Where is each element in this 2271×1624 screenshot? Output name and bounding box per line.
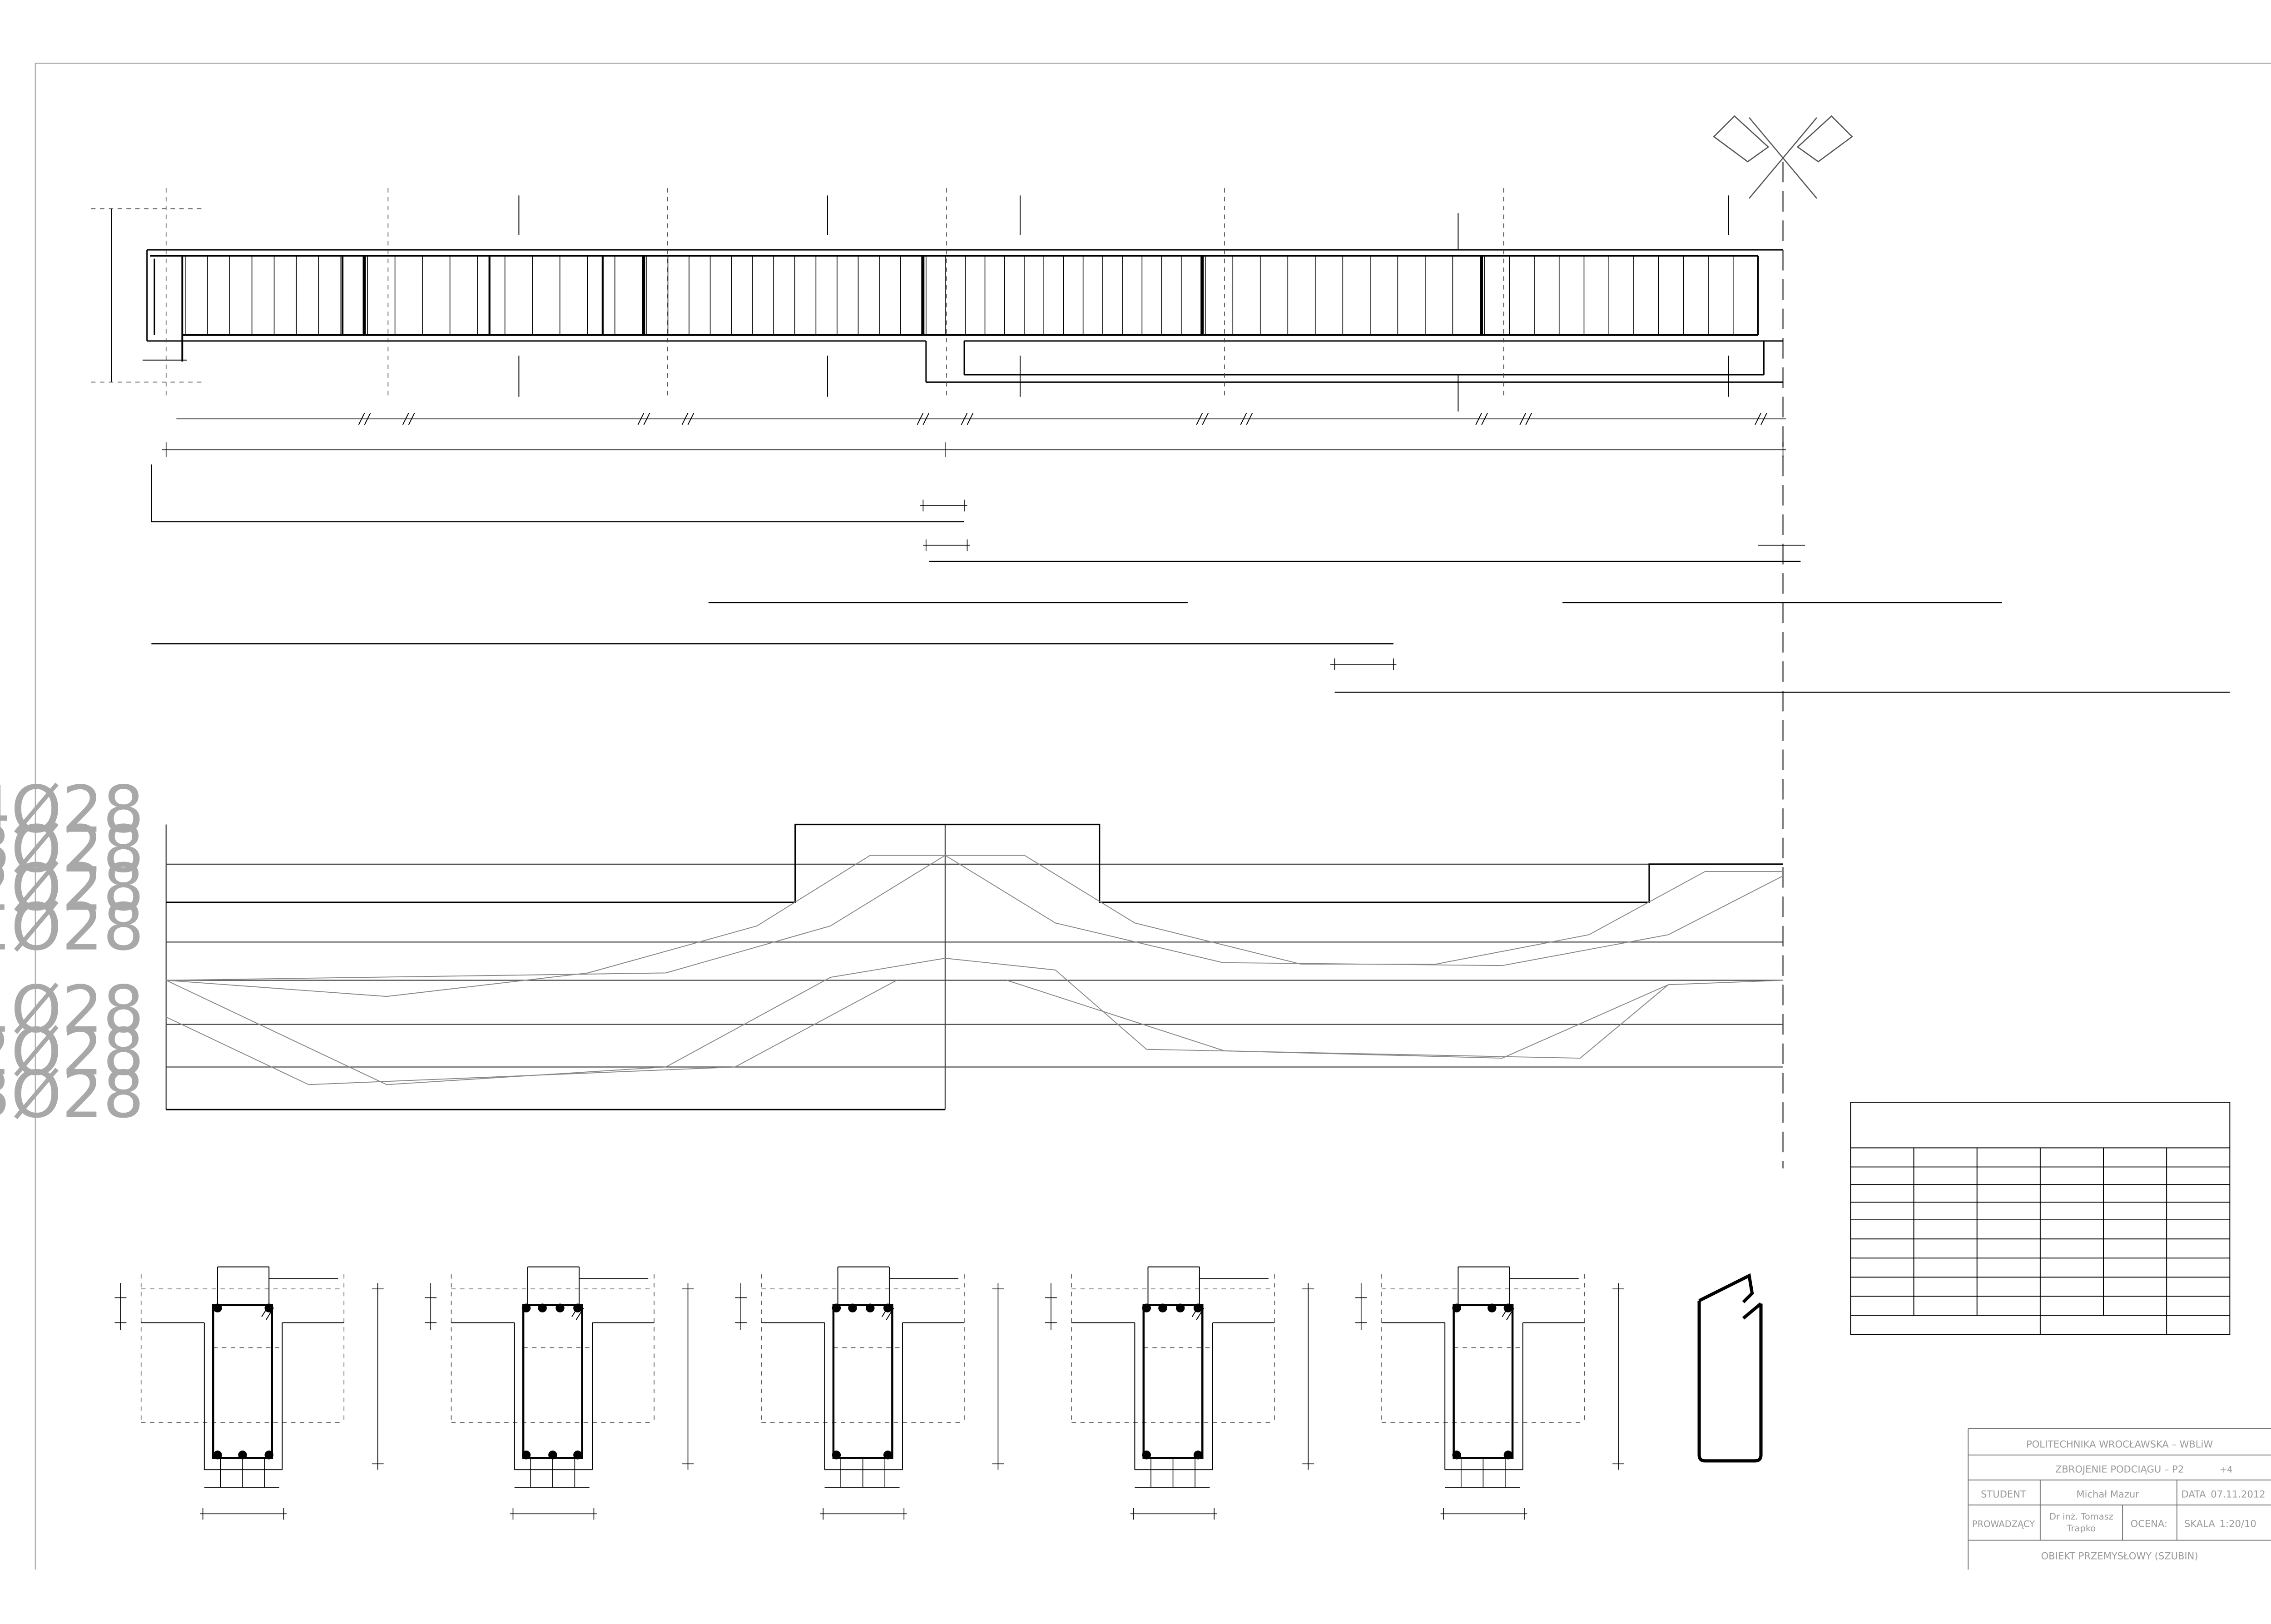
rebar-top <box>883 1303 893 1312</box>
tb-grade-label: OCENA: <box>2131 1518 2167 1529</box>
tb-supervisor-name-1: Dr inż. Tomasz <box>2049 1511 2113 1522</box>
rebar-top <box>213 1303 222 1312</box>
rebar-top <box>866 1303 875 1312</box>
stirrups <box>184 256 1759 335</box>
bar-schedule <box>151 464 2230 693</box>
rebar-top <box>538 1303 547 1312</box>
rebar-top <box>1452 1303 1461 1312</box>
tb-student-name: Michał Mazur <box>2077 1489 2140 1500</box>
rebar-bottom <box>883 1451 893 1460</box>
rebar-top <box>848 1303 857 1312</box>
rebar-bottom <box>1193 1451 1203 1460</box>
label-top-4: 4Ø28 <box>0 772 144 847</box>
symmetry-axis <box>1713 115 1853 1168</box>
stirrup-detail <box>1697 1273 1763 1463</box>
rebar-bottom <box>573 1451 582 1460</box>
dimension-lines <box>162 412 1786 457</box>
rebar-top <box>1158 1303 1167 1312</box>
title-block: POLITECHNIKA WROCŁAWSKA – WBLiW ZBROJENI… <box>1968 1428 2271 1570</box>
tb-title-suffix: +4 <box>2220 1465 2233 1475</box>
label-bottom-3: 3Ø28 <box>0 1057 144 1133</box>
label-bottom-1: 1Ø28 <box>0 972 144 1047</box>
rebar-bottom <box>213 1451 222 1460</box>
tb-title: ZBROJENIE PODCIĄGU – P2 <box>2055 1464 2184 1475</box>
cross-section <box>1355 1266 1625 1520</box>
rebar-bottom <box>1142 1451 1151 1460</box>
tb-student-label: STUDENT <box>1981 1489 2026 1500</box>
tb-date-label: DATA <box>2182 1489 2207 1500</box>
rebar-bottom <box>521 1451 531 1460</box>
cross-sections <box>114 1266 1625 1520</box>
cross-section <box>425 1266 694 1520</box>
rebar-top <box>1488 1303 1497 1312</box>
rebar-top <box>555 1303 565 1312</box>
rebar-top <box>573 1303 582 1312</box>
rebar-bottom <box>1503 1451 1513 1460</box>
rebar-top <box>521 1303 531 1312</box>
rebar-bottom <box>1452 1451 1461 1460</box>
rebar-bottom <box>832 1451 841 1460</box>
label-top-3: 3Ø28 <box>0 812 144 887</box>
tb-supervisor-name-2: Trapko <box>2067 1523 2096 1534</box>
rebar-bottom <box>238 1451 247 1460</box>
cross-section <box>735 1266 1004 1520</box>
rebar-top <box>264 1303 273 1312</box>
moment-diagram: 4Ø28 3Ø28 2Ø28 1Ø28 1Ø28 2Ø28 3Ø28 <box>0 772 1783 1133</box>
rebar-bottom <box>264 1451 273 1460</box>
rebar-top <box>1175 1303 1185 1312</box>
rebar-top <box>1193 1303 1203 1312</box>
tb-date-value: 07.11.2012 <box>2211 1489 2265 1500</box>
tb-scale-value: 1:20/10 <box>2220 1518 2256 1529</box>
steel-table <box>1850 1102 2231 1335</box>
tb-university: POLITECHNIKA WROCŁAWSKA – WBLiW <box>2026 1439 2213 1450</box>
beam-elevation <box>91 188 1783 412</box>
sheet-border <box>35 63 2271 1570</box>
label-top-2: 2Ø28 <box>0 850 144 925</box>
tb-object: OBIEKT PRZEMYSŁOWY (SZUBIN) <box>2041 1550 2198 1562</box>
tb-supervisor-label: PROWADZĄCY <box>1972 1519 2035 1529</box>
rebar-top <box>1142 1303 1151 1312</box>
rebar-bottom <box>548 1451 557 1460</box>
cross-section <box>114 1266 384 1520</box>
tb-scale-label: SKALA <box>2184 1518 2215 1529</box>
rebar-top <box>1503 1303 1513 1312</box>
label-top-1: 1Ø28 <box>0 890 144 965</box>
cross-section <box>1045 1266 1314 1520</box>
label-bottom-2: 2Ø28 <box>0 1015 144 1090</box>
rebar-top <box>832 1303 841 1312</box>
